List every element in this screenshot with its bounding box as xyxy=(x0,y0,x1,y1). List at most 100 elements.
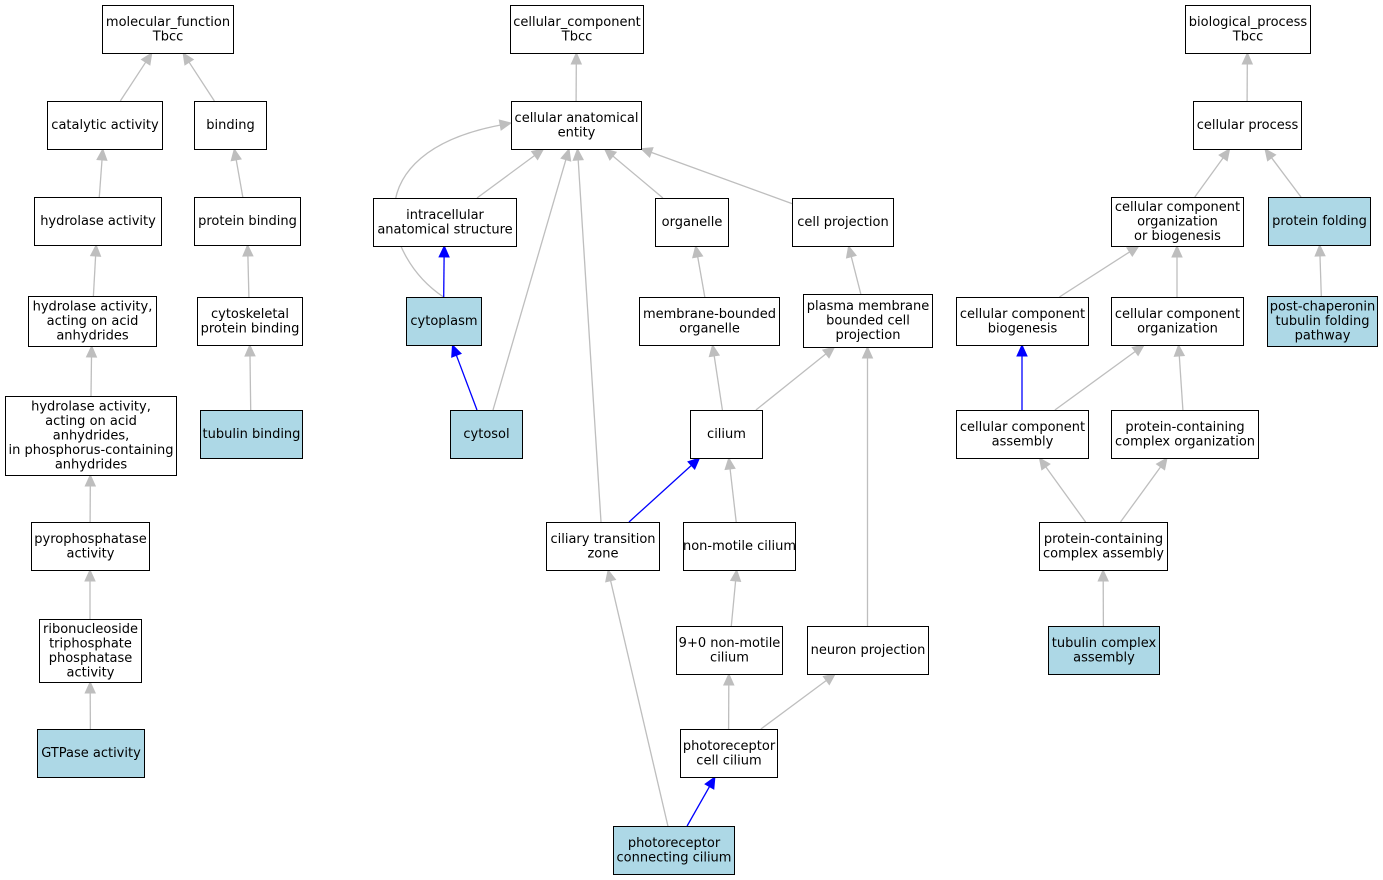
node-label-line: assembly xyxy=(1073,650,1135,665)
go-term-node-protbind[interactable]: protein binding xyxy=(194,197,301,246)
node-label-line: acting on acid xyxy=(45,414,137,429)
edge-pyro-to-hydrophos-arrowhead xyxy=(84,473,97,487)
node-label-line: photoreceptor xyxy=(628,836,721,851)
go-term-node-hydroacid[interactable]: hydrolase activity,acting on acidanhydri… xyxy=(28,296,157,347)
edge-ciliary-to-cilium xyxy=(628,464,692,523)
go-term-node-nonmotile[interactable]: non-motile cilium xyxy=(683,522,796,571)
node-label-line: tubulin folding xyxy=(1276,314,1370,329)
node-label-line: cellular anatomical xyxy=(515,111,639,126)
edge-photocil-to-neuron-arrowhead xyxy=(822,673,837,686)
edge-tubbind-to-cytoskel-arrowhead xyxy=(244,343,256,357)
node-box xyxy=(676,626,783,675)
go-term-node-hydrophos[interactable]: hydrolase activity,acting on acidanhydri… xyxy=(5,396,177,476)
go-term-node-catalytic[interactable]: catalytic activity xyxy=(47,101,163,150)
node-label-line: protein binding xyxy=(201,321,300,336)
node-label-line: biological_process xyxy=(1189,15,1308,30)
go-term-node-cellproj[interactable]: cell projection xyxy=(792,198,894,247)
node-label-line: complex assembly xyxy=(1043,546,1164,561)
node-label-line: post-chaperonin xyxy=(1270,300,1375,315)
node-box xyxy=(546,522,660,571)
edge-ribo-to-pyro-arrowhead xyxy=(84,568,96,582)
edge-ccasm-to-ccorg xyxy=(1054,350,1136,411)
edge-cilium-to-membrane xyxy=(713,355,724,411)
edge-membrane-to-organelle xyxy=(697,256,706,298)
edge-hydrolase-to-catalytic-arrowhead xyxy=(96,147,108,161)
edge-hydroacid-to-hydrolase-arrowhead xyxy=(89,243,102,257)
go-term-node-cytosol[interactable]: cytosol xyxy=(450,410,523,459)
edge-protfold-to-cellproc-arrowhead xyxy=(1264,148,1277,162)
edge-cellproj-to-cae xyxy=(651,151,793,205)
node-label-line: membrane-bounded xyxy=(643,307,776,322)
edge-photoconn-to-photocil-arrowhead xyxy=(704,775,716,790)
edge-binding-to-mf xyxy=(188,61,215,102)
edge-ccasm-to-ccorg-arrowhead xyxy=(1131,344,1146,357)
go-term-node-tubbind[interactable]: tubulin binding xyxy=(200,410,303,459)
edge-pcasm-to-pcorg xyxy=(1119,466,1162,523)
node-box xyxy=(1111,410,1259,459)
go-term-node-hydrolase[interactable]: hydrolase activity xyxy=(34,197,162,246)
node-box xyxy=(1111,197,1244,247)
node-label-line: activity xyxy=(67,665,115,680)
edge-cytoplasm-to-intra-arrowhead xyxy=(438,244,450,258)
go-term-node-neuron[interactable]: neuron projection xyxy=(807,626,929,675)
edge-protbind-to-binding xyxy=(235,159,244,198)
go-term-node-cytoplasm[interactable]: cytoplasm xyxy=(406,297,482,346)
node-box xyxy=(1193,101,1302,150)
edge-cytoskel-to-protbind xyxy=(247,255,250,298)
node-label-line: neuron projection xyxy=(811,643,926,658)
node-label-line: anatomical structure xyxy=(377,222,512,237)
node-label-line: anhydrides, xyxy=(53,429,130,444)
edge-nine-to-nonmotile xyxy=(730,580,737,627)
node-label-line: cilium xyxy=(707,427,746,442)
node-label-line: plasma membrane xyxy=(807,299,930,314)
node-box xyxy=(683,522,796,571)
go-term-node-protfold[interactable]: protein folding xyxy=(1268,197,1371,246)
node-label-line: hydrolase activity, xyxy=(33,300,153,315)
edge-gtpase-to-ribo-arrowhead xyxy=(84,680,96,694)
node-label-line: pathway xyxy=(1295,329,1351,344)
edge-pcasm-to-ccasm-arrowhead xyxy=(1038,457,1051,471)
node-label-line: cellular component xyxy=(1115,307,1240,322)
edge-organelle-to-cae-arrowhead xyxy=(603,148,618,161)
node-label-line: connecting cilium xyxy=(617,850,732,865)
node-label-line: cilium xyxy=(710,650,749,665)
node-label-line: in phosphorus-containing xyxy=(8,443,173,458)
edge-cytosol-to-cytoplasm-arrowhead xyxy=(451,343,463,358)
edge-hydrolase-to-catalytic xyxy=(98,159,103,198)
go-term-node-ribo[interactable]: ribonucleosidetriphosphatephosphataseact… xyxy=(39,619,142,683)
edge-catalytic-to-mf xyxy=(119,61,147,102)
go-term-node-cellproc[interactable]: cellular process xyxy=(1193,101,1302,150)
go-term-node-organelle[interactable]: organelle xyxy=(655,198,729,247)
node-box xyxy=(194,197,301,246)
node-label-line: assembly xyxy=(992,434,1054,449)
node-label-line: protein-containing xyxy=(1044,532,1163,547)
node-box xyxy=(613,826,735,875)
edge-cellproj-to-cae-arrowhead xyxy=(639,147,654,159)
node-box xyxy=(803,294,933,348)
go-term-node-cilium[interactable]: cilium xyxy=(690,410,763,459)
go-term-node-binding[interactable]: binding xyxy=(194,101,267,150)
edge-ccbio-to-ccorgbio-arrowhead xyxy=(1126,245,1140,258)
go-term-node-gtpase[interactable]: GTPase activity xyxy=(37,729,145,778)
